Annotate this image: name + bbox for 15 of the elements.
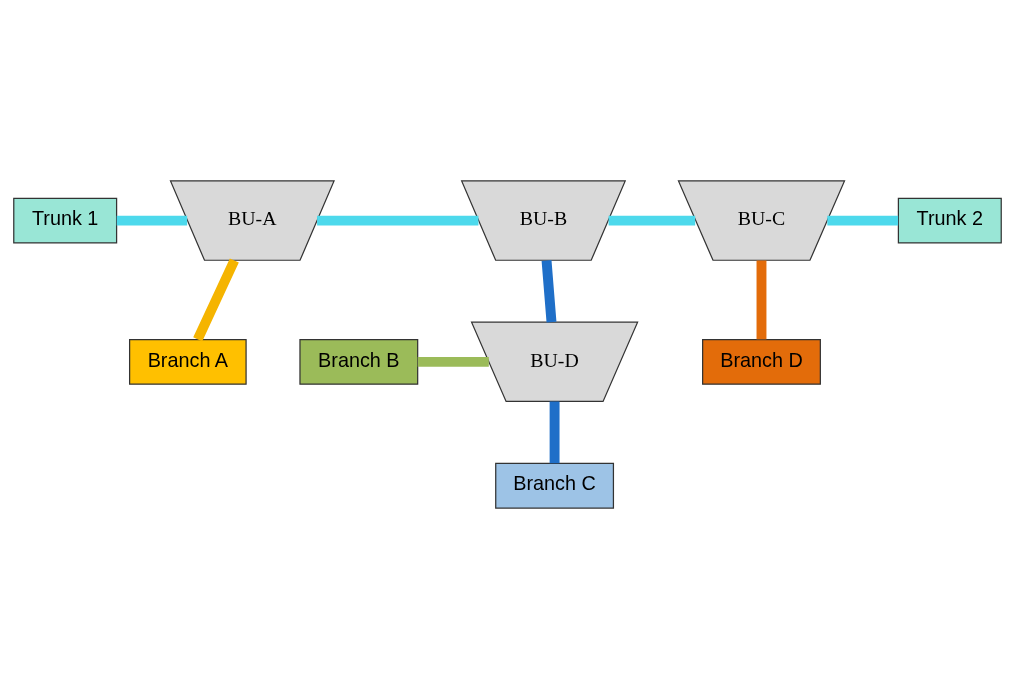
connector [317, 215, 479, 226]
connector [116, 215, 188, 226]
connector [549, 401, 560, 464]
connector [417, 356, 489, 367]
connector [827, 215, 899, 226]
connector [608, 215, 696, 226]
connector [541, 260, 557, 323]
node-box: Branch D [702, 338, 821, 385]
connector [756, 260, 767, 340]
node-box: Branch B [299, 338, 419, 385]
node-box: Branch A [129, 338, 247, 385]
connector [193, 258, 239, 342]
node-box: Trunk 2 [897, 197, 1002, 244]
node-box: Trunk 1 [13, 197, 118, 244]
node-box: Branch C [495, 462, 615, 509]
